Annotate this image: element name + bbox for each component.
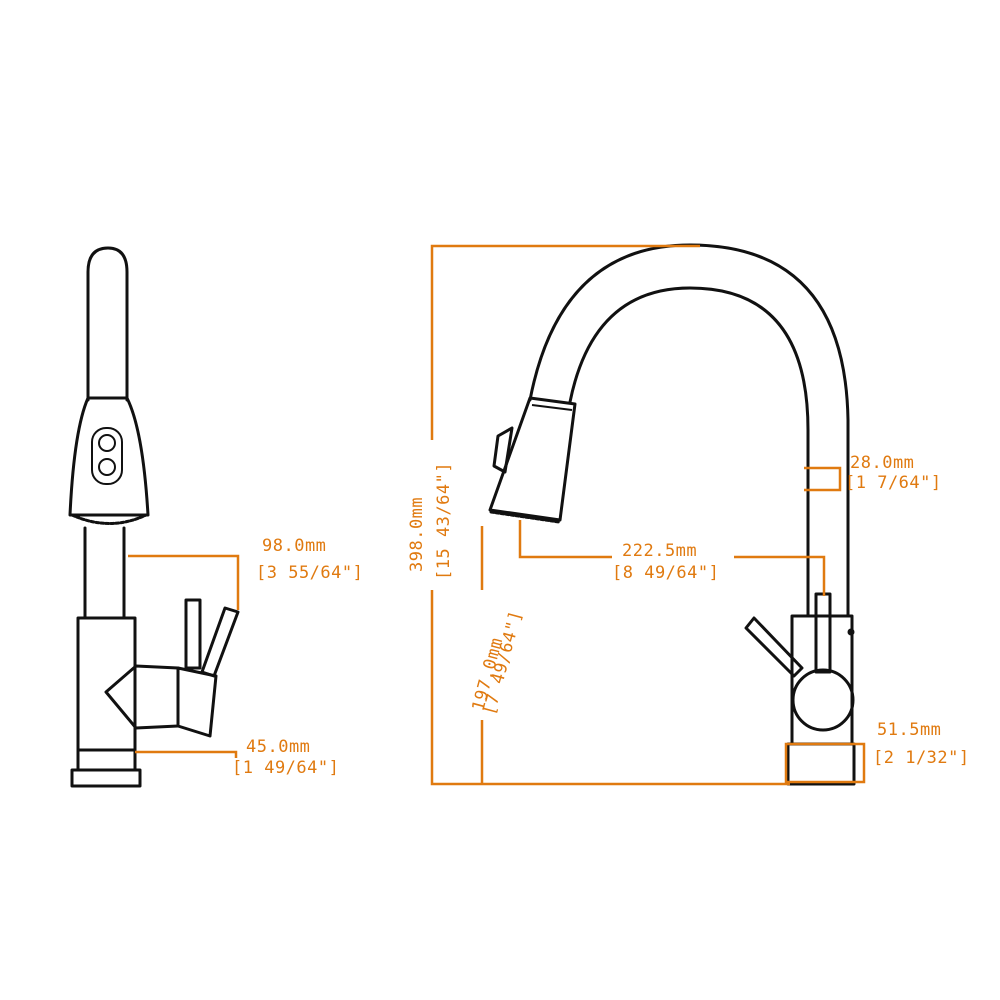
side-body: [76, 616, 137, 752]
spout-height-label-bg: [470, 590, 520, 720]
front-indicator-dot: [847, 628, 855, 636]
front-base: [786, 742, 856, 786]
body-dia-in-label: [1 7/64"]: [845, 473, 942, 493]
side-base-dim-line: [135, 750, 238, 758]
reach-label-bg: [612, 540, 734, 584]
side-view: [68, 246, 240, 788]
side-base-mm-label: 45.0mm: [246, 737, 310, 757]
side-nozzle-face: [70, 513, 148, 525]
side-lever-housing: [176, 666, 218, 738]
front-dimensions: 398.0mm [15 43/64"] 197.0mm [7 49/64"] 2…: [407, 244, 970, 786]
front-spray-head: [488, 396, 577, 522]
front-nozzle-face: [489, 510, 561, 524]
front-view: [488, 243, 856, 786]
total-height-mm-label: 398.0mm: [407, 497, 427, 572]
side-base-in-label: [1 49/64"]: [232, 758, 339, 778]
side-width-in-label: [3 55/64"]: [256, 563, 363, 583]
front-lever-handle: [744, 616, 804, 678]
base-dia-dim-box: [784, 742, 866, 784]
side-lever-rod-1: [184, 598, 202, 670]
front-spray-button: [492, 426, 514, 474]
side-spray-button-bottom: [98, 458, 116, 476]
base-dia-in-label: [2 1/32"]: [873, 748, 970, 768]
side-width-mm-label: 98.0mm: [262, 536, 326, 556]
side-spout-tube: [86, 246, 129, 402]
front-cartridge-cap: [791, 668, 855, 732]
front-lever-rod: [814, 592, 832, 674]
side-dimensions: 98.0mm [3 55/64"] 45.0mm [1 49/64"]: [128, 536, 363, 778]
side-width-dim-line: [128, 554, 240, 610]
side-spray-button-panel: [91, 427, 123, 485]
side-base-ring: [70, 768, 142, 788]
total-height-in-label: [15 43/64"]: [434, 462, 454, 580]
side-spray-head: [68, 396, 150, 517]
total-height-label-bg: [420, 440, 470, 590]
reach-mm-label: 222.5mm: [622, 541, 697, 561]
side-spray-button-top: [98, 434, 116, 452]
front-spray-head-ridge: [531, 404, 573, 411]
base-dia-mm-label: 51.5mm: [877, 720, 941, 740]
side-lever-rod-2: [200, 606, 240, 678]
body-dia-dim-line: [804, 466, 842, 492]
reach-in-label: [8 49/64"]: [612, 563, 719, 583]
front-gooseneck-inner: [568, 286, 810, 618]
body-dia-mm-label: 28.0mm: [850, 453, 914, 473]
side-cartridge: [104, 664, 180, 730]
